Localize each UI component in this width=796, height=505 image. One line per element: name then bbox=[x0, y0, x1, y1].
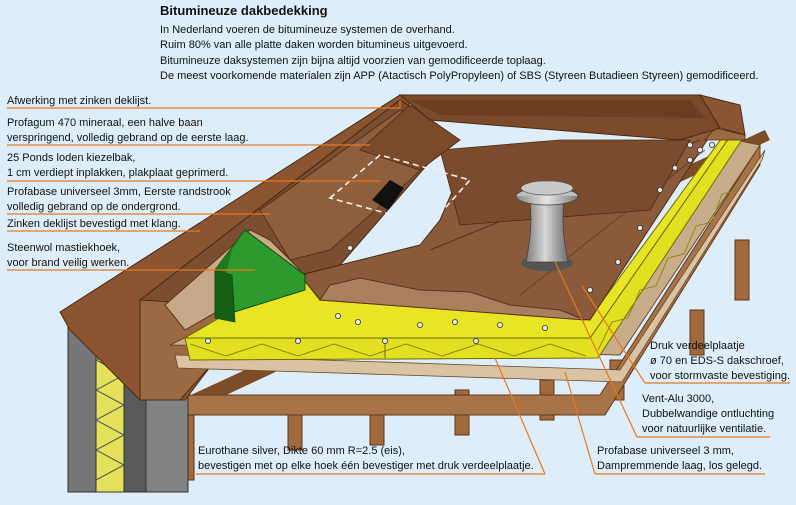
kiezelbak-opening bbox=[372, 180, 404, 210]
label-profabase-dampremmend: Profabase universeel 3 mm, Dampremmende … bbox=[597, 444, 762, 474]
label-line: 25 Ponds loden kiezelbak, bbox=[7, 152, 136, 164]
label-line: voor brand veilig werken. bbox=[7, 257, 130, 269]
label-line: Dampremmende laag, los gelegd. bbox=[597, 460, 763, 472]
label-afwerking: Afwerking met zinken deklijst. bbox=[7, 94, 151, 109]
label-line: Vent-Alu 3000, bbox=[642, 393, 715, 405]
leader-lines bbox=[7, 100, 790, 475]
intro-line: In Nederland voeren de bitumineuze syste… bbox=[160, 24, 455, 36]
label-line: Eurothane silver, Dikte 60 mm R=2.5 (eis… bbox=[198, 445, 405, 457]
label-eurothane: Eurothane silver, Dikte 60 mm R=2.5 (eis… bbox=[198, 444, 534, 474]
label-line: voor stormvaste bevestiging. bbox=[650, 370, 791, 382]
label-line: Dubbelwandige ontluchting bbox=[642, 408, 775, 420]
label-line: 1 cm verdiept inplakken, plakplaat gepri… bbox=[7, 167, 229, 179]
intro-line: Ruim 80% van alle platte daken worden bi… bbox=[160, 39, 468, 52]
label-line: Steenwol mastiekhoek, bbox=[7, 242, 121, 254]
intro-text: In Nederland voeren de bitumineuze syste… bbox=[160, 23, 790, 85]
label-druk-verdeelplaatje: Druk verdeelplaatje ø 70 en EDS-S daksch… bbox=[650, 339, 790, 384]
label-line: Profagum 470 mineraal, een halve baan bbox=[7, 117, 203, 129]
fasteners bbox=[204, 141, 716, 344]
vent-alu-pipe bbox=[515, 180, 579, 271]
label-line: bevestigen met op elke hoek één bevestig… bbox=[198, 460, 534, 472]
page-title: Bitumineuze dakbedekking bbox=[160, 3, 328, 18]
label-line: Zinken deklijst bevestigd met klang. bbox=[7, 218, 181, 230]
intro-line: Bitumineuze daksystemen zijn bijna altij… bbox=[160, 54, 546, 67]
label-line: volledig gebrand op de ondergrond. bbox=[7, 201, 181, 213]
label-profabase-randstrook: Profabase universeel 3mm, Eerste randstr… bbox=[7, 185, 231, 215]
label-line: Afwerking met zinken deklijst. bbox=[7, 95, 152, 107]
label-profagum: Profagum 470 mineraal, een halve baan ve… bbox=[7, 116, 249, 146]
label-line: Druk verdeelplaatje bbox=[650, 340, 745, 352]
label-line: ø 70 en EDS-S dakschroef, bbox=[650, 355, 784, 367]
label-vent-alu: Vent-Alu 3000, Dubbelwandige ontluchting… bbox=[642, 392, 774, 437]
kiezelbak-outline bbox=[328, 154, 472, 226]
label-steenwol: Steenwol mastiekhoek, voor brand veilig … bbox=[7, 241, 129, 271]
label-line: voor natuurlijke ventilatie. bbox=[642, 423, 767, 435]
label-line: Profabase universeel 3 mm, bbox=[597, 445, 734, 457]
intro-line: De meest voorkomende materialen zijn APP… bbox=[160, 70, 759, 83]
label-line: Profabase universeel 3mm, Eerste randstr… bbox=[7, 186, 231, 198]
label-zinken-deklijst: Zinken deklijst bevestigd met klang. bbox=[7, 217, 181, 232]
steenwol-wedge bbox=[214, 229, 306, 323]
label-kiezelbak: 25 Ponds loden kiezelbak, 1 cm verdiept … bbox=[7, 151, 228, 181]
label-line: verspringend, volledig gebrand op de eer… bbox=[7, 132, 249, 144]
